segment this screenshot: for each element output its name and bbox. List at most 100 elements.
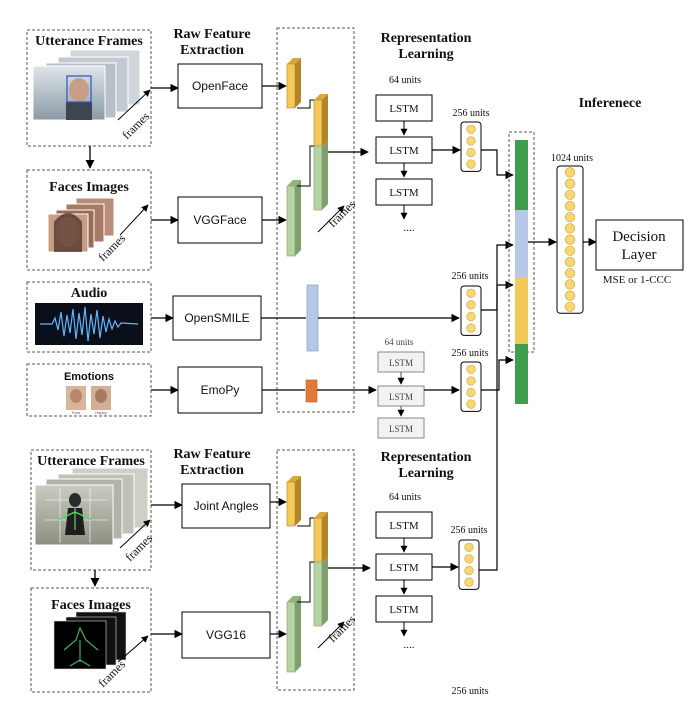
units-256-label-2: 256 units xyxy=(452,271,489,282)
vgg16-feature-block xyxy=(286,596,301,673)
unit-node xyxy=(464,565,474,576)
emopy-lstm-cell-2-label: LSTM xyxy=(389,392,413,402)
units-1024-label: 1024 units xyxy=(551,153,593,164)
unit-node xyxy=(564,234,576,245)
opensmile-box xyxy=(172,295,262,341)
raw-feature-title-line2: Extraction xyxy=(180,43,244,58)
audio-box xyxy=(26,281,152,353)
unit-node xyxy=(564,200,576,212)
emopy-lstm-cell-3 xyxy=(377,417,425,439)
connector-vgg16-concat xyxy=(297,561,314,603)
unit-node xyxy=(466,300,476,310)
lstm-cell-6 xyxy=(375,595,433,623)
vggface-label: VGGFace xyxy=(193,213,247,227)
lstm-cell-4-label: LSTM xyxy=(389,520,419,532)
representation-title-line1: Representation xyxy=(381,31,472,46)
unit-node xyxy=(564,167,576,178)
audio-label: Audio xyxy=(71,286,108,301)
vector-frame xyxy=(458,539,480,590)
unit-node xyxy=(564,301,576,312)
joint-angles-label: Joint Angles xyxy=(194,499,259,513)
unit-node xyxy=(466,364,476,374)
vector-frame xyxy=(460,121,482,172)
frames-arrow-2 xyxy=(119,204,149,236)
connector-vec3-concat xyxy=(481,355,514,391)
faces-images-label: Faces Images xyxy=(49,180,129,195)
emopy-lstm-cell-3-label: LSTM xyxy=(389,424,413,434)
lstm-continuation-dots-2: .... xyxy=(404,639,415,651)
emotions-label: Emotions xyxy=(64,371,114,383)
connector-vggface-concat xyxy=(297,145,314,187)
emotion-happy-label: Happy xyxy=(95,410,107,415)
emopy-feature-block xyxy=(305,379,318,403)
faces-images-label-2: Faces Images xyxy=(51,598,131,613)
unit-node xyxy=(466,147,476,158)
feature-container-bottom xyxy=(276,449,355,691)
units-256-vector-3 xyxy=(460,361,482,412)
unit-node xyxy=(564,279,576,290)
units-256-vector-4 xyxy=(458,539,480,590)
unit-node xyxy=(564,223,576,234)
unit-node xyxy=(466,311,476,322)
joint-angles-box xyxy=(181,483,271,529)
unit-node xyxy=(466,387,476,398)
units-256-vector-2 xyxy=(460,285,482,336)
utterance-frames-box-2 xyxy=(30,449,152,571)
faces-images-box-2 xyxy=(30,587,152,693)
vggface-box xyxy=(177,196,263,244)
lstm-cell-3-label: LSTM xyxy=(389,187,419,199)
lstm-cell-5 xyxy=(375,553,433,581)
lstm-units-64-bottom: 64 units xyxy=(389,492,421,503)
unit-node xyxy=(466,376,476,386)
decision-layer-box xyxy=(595,219,684,271)
unit-node xyxy=(564,290,576,301)
utterance-frames-stack xyxy=(32,49,141,121)
utterance-frames-label-2: Utterance Frames xyxy=(37,454,145,469)
connector-joint-concat xyxy=(297,517,314,527)
openface-box xyxy=(177,63,263,109)
unit-node xyxy=(466,399,476,409)
concat-segment-green-top xyxy=(515,140,528,210)
representation-title-line2: Learning xyxy=(398,47,453,62)
vector-frame xyxy=(460,361,482,412)
units-256-label-1: 256 units xyxy=(453,108,490,119)
faces-images-box xyxy=(26,169,152,271)
connector-vec1-concat xyxy=(481,149,514,180)
raw-feature-title-line1: Raw Feature xyxy=(173,27,250,42)
lstm-units-64-top: 64 units xyxy=(389,75,421,86)
concat-feature-block-top xyxy=(313,94,328,211)
lstm-cell-6-label: LSTM xyxy=(389,604,419,616)
unit-node xyxy=(564,189,576,200)
unit-node xyxy=(564,178,576,189)
unit-node xyxy=(464,577,474,587)
lstm-cell-2-label: LSTM xyxy=(389,145,419,157)
unit-node xyxy=(466,323,476,333)
inference-title: Inferenece xyxy=(579,96,642,111)
unit-node xyxy=(466,159,476,169)
units-256-label-4: 256 units xyxy=(451,525,488,536)
emotion-faces-image: Fear Happy xyxy=(66,386,111,415)
frames-arrow-6 xyxy=(317,621,345,649)
unit-node xyxy=(564,268,576,279)
emopy-box xyxy=(177,366,263,414)
utterance-frames-label: Utterance Frames xyxy=(35,34,143,49)
loss-label: MSE or 1-CCC xyxy=(603,274,671,286)
joint-angles-feature-block xyxy=(286,476,301,527)
lstm-cell-5-label: LSTM xyxy=(389,562,419,574)
decision-layer-line2: Layer xyxy=(622,247,657,263)
raw-feature-title-2-line2: Extraction xyxy=(180,463,244,478)
units-256-vector-1 xyxy=(460,121,482,172)
openface-feature-block xyxy=(286,58,301,109)
concat-segment-green-bottom xyxy=(515,344,528,404)
representation-title-2-line2: Learning xyxy=(398,466,453,481)
frames-label-4: frames xyxy=(122,531,155,564)
concat-segment-blue xyxy=(515,210,528,277)
face-photo xyxy=(69,78,89,102)
connector-vec4-concat xyxy=(479,240,514,571)
unit-node xyxy=(564,256,576,268)
unit-node xyxy=(564,212,576,223)
unit-node xyxy=(466,136,476,146)
opensmile-label: OpenSMILE xyxy=(184,311,249,325)
gesture-frames-stack xyxy=(34,467,149,546)
